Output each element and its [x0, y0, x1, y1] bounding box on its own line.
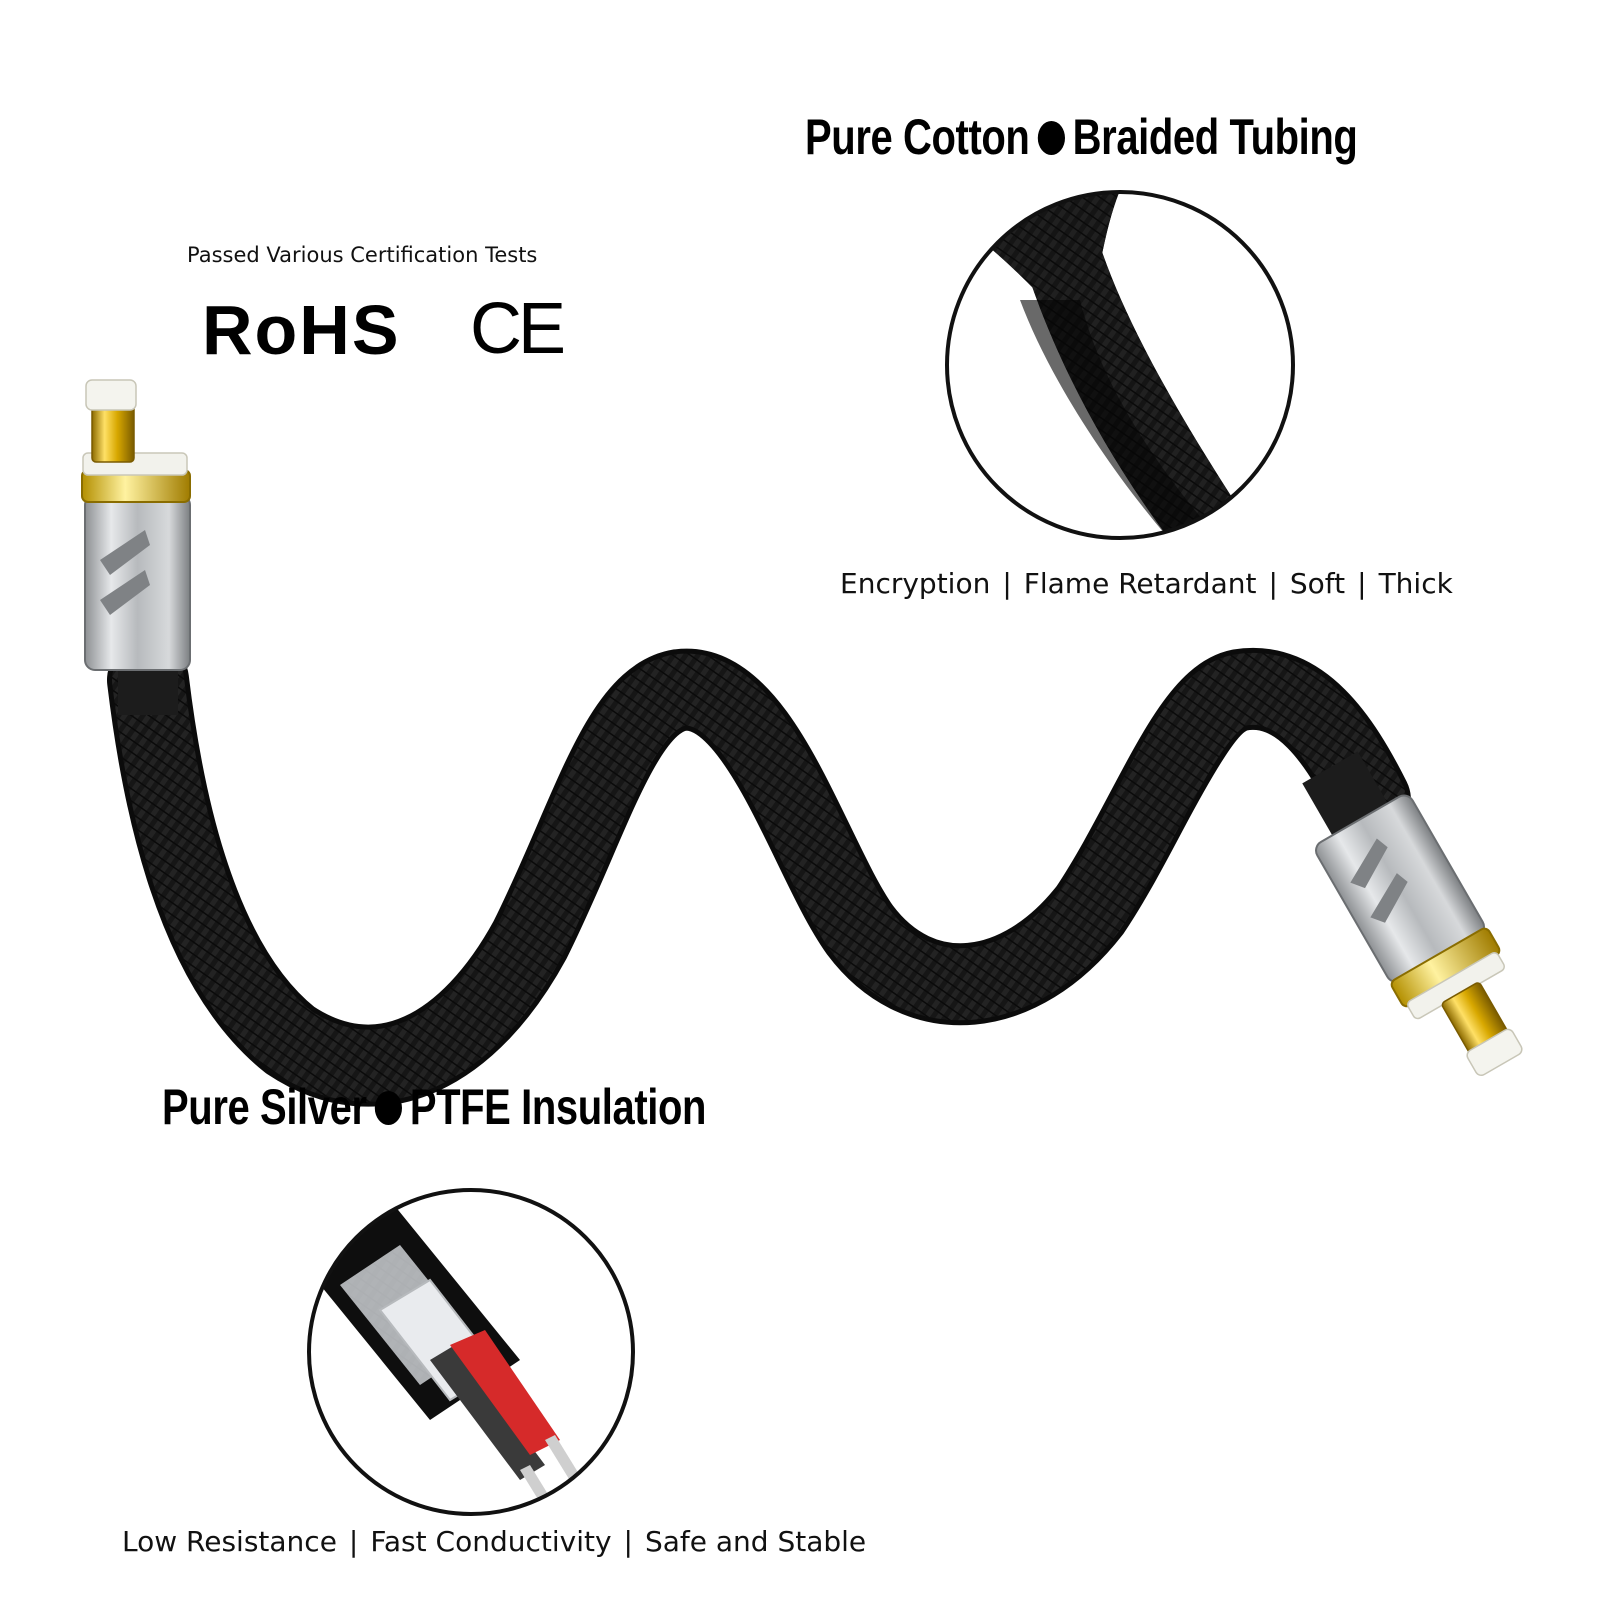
silver-ptfe-headline: Pure Silver PTFE Insulation	[162, 1078, 706, 1136]
bullet-dot-icon	[1037, 120, 1065, 155]
conductor-feature-list: Low Resistance|Fast Conductivity|Safe an…	[122, 1525, 867, 1558]
feature-item: Thick	[1378, 567, 1453, 600]
rohs-mark: RoHS	[202, 291, 401, 369]
headline-part2: PTFE Insulation	[409, 1079, 707, 1135]
ce-mark: CE	[470, 289, 566, 369]
left-connector	[81, 379, 191, 715]
right-connector	[1302, 751, 1523, 1077]
bullet-dot-icon	[374, 1090, 402, 1125]
feature-item: Fast Conductivity	[370, 1525, 612, 1558]
braided-cable	[107, 639, 1411, 1107]
braided-tubing-headline: Pure Cotton Braided Tubing	[805, 108, 1358, 166]
feature-item: Soft	[1289, 567, 1346, 600]
braid-feature-list: Encryption|Flame Retardant|Soft|Thick	[840, 567, 1453, 600]
braid-closeup-circle	[945, 190, 1295, 540]
headline-part2: Braided Tubing	[1072, 109, 1358, 165]
feature-item: Encryption	[840, 567, 991, 600]
headline-part1: Pure Silver	[162, 1079, 367, 1135]
feature-item: Safe and Stable	[644, 1525, 867, 1558]
feature-item: Low Resistance	[122, 1525, 337, 1558]
feature-item: Flame Retardant	[1023, 567, 1257, 600]
cable-cross-section-circle	[307, 1188, 635, 1516]
headline-part1: Pure Cotton	[805, 109, 1030, 165]
certification-caption: Passed Various Certification Tests	[187, 243, 538, 267]
